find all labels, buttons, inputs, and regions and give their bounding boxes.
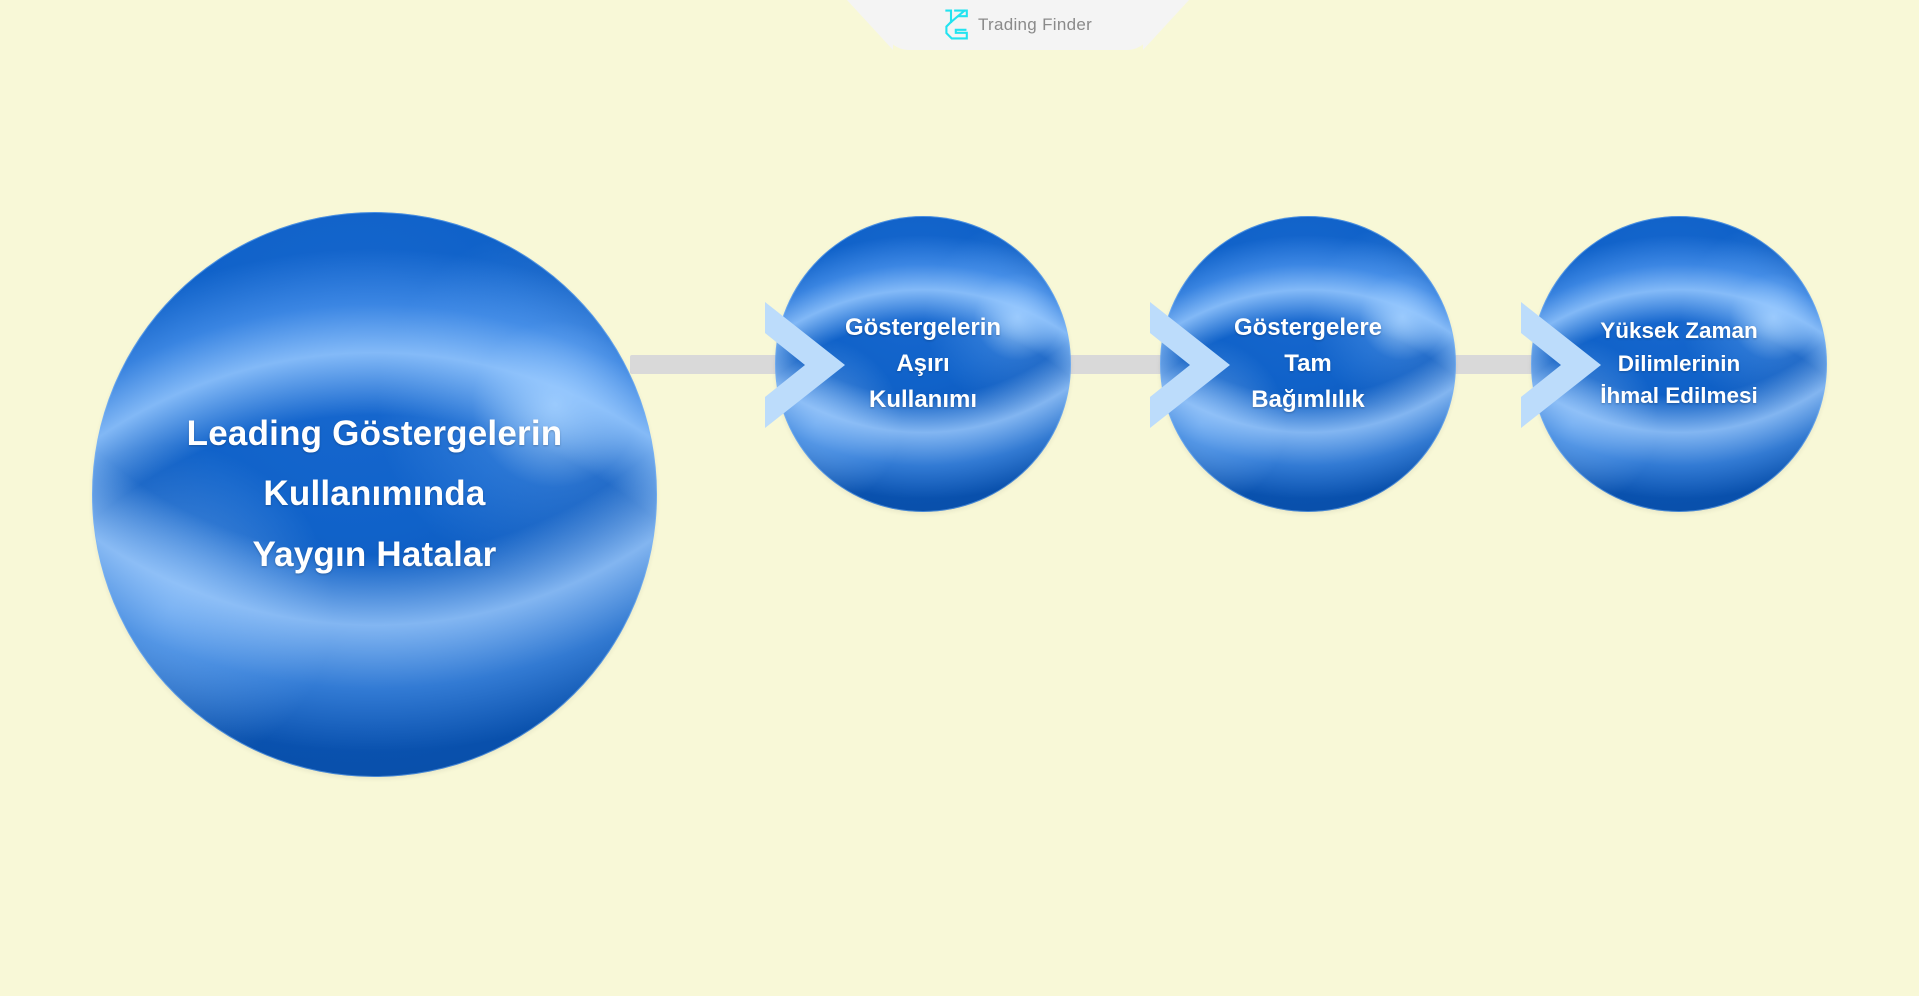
watermark-badge: Trading Finder bbox=[883, 0, 1153, 50]
node-step-1-label: Göstergelerin Aşırı Kullanımı bbox=[844, 314, 1002, 413]
node-step-2-label: Göstergelere Tam Bağımlılık bbox=[1233, 314, 1383, 413]
node-root[interactable]: Leading Göstergelerin Kullanımında Yaygı… bbox=[92, 212, 657, 777]
node-step-3-label: Yüksek Zaman Dilimlerinin İhmal Edilmesi bbox=[1600, 318, 1758, 409]
node-step-2[interactable]: Göstergelere Tam Bağımlılık bbox=[1160, 216, 1456, 512]
node-root-label: Leading Göstergelerin Kullanımında Yaygı… bbox=[186, 414, 563, 574]
watermark-brand-name: Trading Finder bbox=[977, 15, 1093, 34]
trading-finder-logo-icon bbox=[945, 9, 968, 40]
node-step-3[interactable]: Yüksek Zaman Dilimlerinin İhmal Edilmesi bbox=[1531, 216, 1827, 512]
node-step-1[interactable]: Göstergelerin Aşırı Kullanımı bbox=[775, 216, 1071, 512]
